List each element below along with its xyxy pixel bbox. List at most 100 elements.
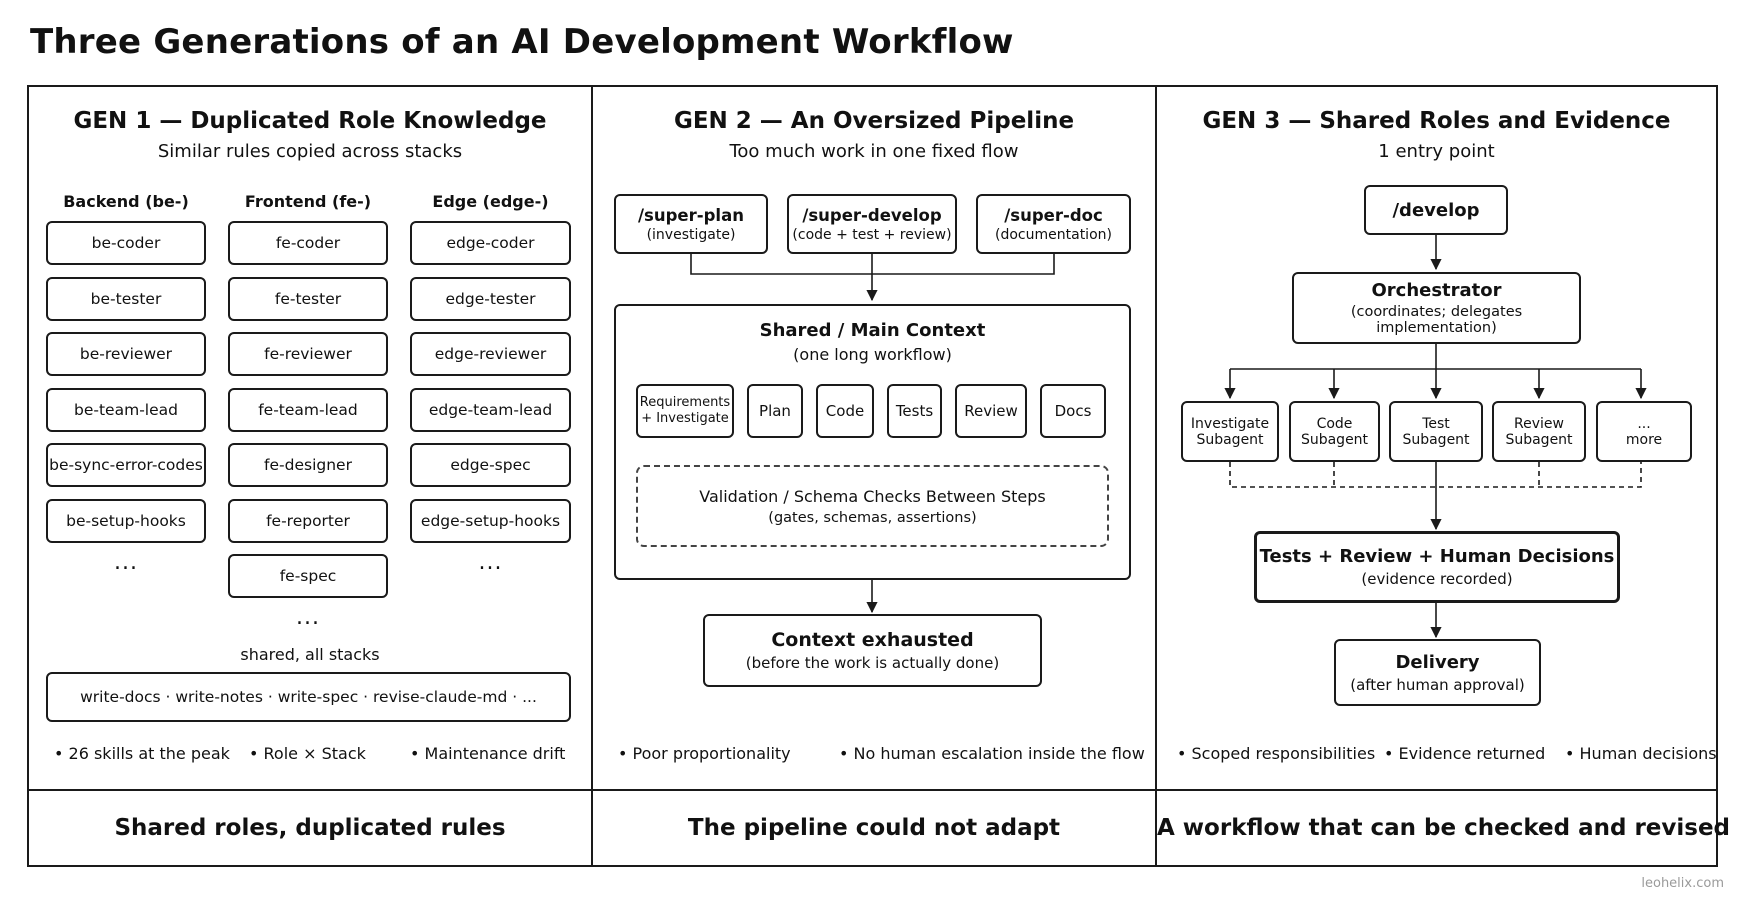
panel-divider [1155,85,1157,867]
decisions-subtitle: (evidence recorded) [1361,570,1513,588]
step-code: Code [816,384,874,438]
footer-divider [27,789,1718,791]
context-subtitle: (one long workflow) [793,345,952,364]
skill-box: edge-spec [410,443,571,487]
gen1-title: GEN 1 — Duplicated Role Knowledge [73,108,547,134]
diagram-frame [27,85,1718,867]
command-desc: (investigate) [646,226,736,243]
context-exhausted-box: Context exhausted (before the work is ac… [703,614,1042,687]
gen3-title: GEN 3 — Shared Roles and Evidence [1202,108,1671,134]
subagent-line1: ... [1637,415,1651,432]
column-header-backend: Backend (be-) [63,192,189,211]
page-title: Three Generations of an AI Development W… [30,22,1014,62]
step-plan: Plan [747,384,803,438]
command-super-develop: /super-develop (code + test + review) [787,194,957,254]
subagent-line1: Investigate [1190,415,1270,432]
skill-box: be-sync-error-codes [46,443,206,487]
delivery-box: Delivery (after human approval) [1334,639,1541,706]
subagent-line2: Subagent [1505,431,1573,448]
skill-box: fe-coder [228,221,388,265]
skill-box: edge-reviewer [410,332,571,376]
bullet-point: • Scoped responsibilities [1177,744,1376,763]
skill-box: fe-reporter [228,499,388,543]
exhausted-subtitle: (before the work is actually done) [745,654,1000,672]
step-requirements-investigate: Requirements + Investigate [636,384,734,438]
skill-box: edge-tester [410,277,571,321]
validation-subtitle: (gates, schemas, assertions) [768,509,977,526]
subagent-investigate: Investigate Subagent [1181,401,1279,462]
subagent-line1: Review [1514,415,1564,432]
skill-box: be-setup-hooks [46,499,206,543]
orchestrator-box: Orchestrator (coordinates; delegates imp… [1292,272,1581,344]
subagent-line2: more [1625,431,1663,448]
subagent-code: Code Subagent [1289,401,1380,462]
command-super-plan: /super-plan (investigate) [614,194,768,254]
gen1-subtitle: Similar rules copied across stacks [157,141,463,162]
bullet-point: • No human escalation inside the flow [839,744,1145,763]
decisions-title: Tests + Review + Human Decisions [1259,546,1615,567]
command-desc: (documentation) [995,226,1112,243]
skill-box: fe-reviewer [228,332,388,376]
gen2-subtitle: Too much work in one fixed flow [729,141,1019,162]
subagent-line2: Subagent [1402,431,1470,448]
skill-box: be-reviewer [46,332,206,376]
step-review: Review [955,384,1027,438]
main-context-box: Shared / Main Context (one long workflow… [614,304,1131,580]
subagent-line1: Code [1316,415,1353,432]
bullet-point: • Maintenance drift [410,744,566,763]
entry-develop-box: /develop [1364,185,1508,235]
subagent-test: Test Subagent [1389,401,1483,462]
subagent-line1: Test [1422,415,1450,432]
bullet-point: • Poor proportionality [618,744,791,763]
skill-box: fe-spec [228,554,388,598]
skill-box: edge-setup-hooks [410,499,571,543]
command-name: /super-develop [802,205,942,225]
command-super-doc: /super-doc (documentation) [976,194,1131,254]
column-header-edge: Edge (edge-) [432,192,549,211]
watermark: leohelix.com [1641,876,1724,891]
ellipsis: ... [114,550,138,575]
bullet-point: • Evidence returned [1384,744,1546,763]
bullet-point: • 26 skills at the peak [54,744,230,763]
delivery-title: Delivery [1395,651,1480,673]
subagent-more: ... more [1596,401,1692,462]
validation-title: Validation / Schema Checks Between Steps [699,486,1046,506]
step-docs: Docs [1040,384,1106,438]
ellipsis: ... [296,605,320,630]
gen3-subtitle: 1 entry point [1378,141,1495,162]
shared-label: shared, all stacks [240,645,380,664]
orchestrator-title: Orchestrator [1371,280,1502,301]
bullet-point: • Role × Stack [249,744,366,763]
subagent-line2: Subagent [1196,431,1264,448]
subagent-line2: Subagent [1300,431,1369,448]
context-title: Shared / Main Context [759,320,986,341]
entry-command: /develop [1392,199,1480,221]
gen2-footer: The pipeline could not adapt [687,815,1061,841]
decisions-box: Tests + Review + Human Decisions (eviden… [1254,531,1620,603]
skill-box: be-coder [46,221,206,265]
skill-box: edge-team-lead [410,388,571,432]
gen2-title: GEN 2 — An Oversized Pipeline [673,108,1075,134]
column-header-frontend: Frontend (fe-) [244,192,372,211]
command-name: /super-plan [638,205,744,225]
panel-divider [591,85,593,867]
exhausted-title: Context exhausted [771,629,974,651]
command-name: /super-doc [1004,205,1103,225]
step-tests: Tests [887,384,942,438]
ellipsis: ... [478,550,503,575]
orchestrator-subtitle: (coordinates; delegates implementation) [1350,304,1523,336]
skill-box: fe-designer [228,443,388,487]
skill-box: be-team-lead [46,388,206,432]
bullet-point: • Human decisions [1565,744,1717,763]
subagent-review: Review Subagent [1492,401,1586,462]
command-desc: (code + test + review) [792,226,952,243]
skill-box: be-tester [46,277,206,321]
gen1-footer: Shared roles, duplicated rules [114,815,506,841]
validation-box: Validation / Schema Checks Between Steps… [636,465,1109,547]
skill-box: edge-coder [410,221,571,265]
skill-box: fe-team-lead [228,388,388,432]
gen3-footer: A workflow that can be checked and revis… [1157,815,1731,841]
delivery-subtitle: (after human approval) [1350,675,1525,694]
shared-skills-box: write-docs · write-notes · write-spec · … [46,672,571,722]
skill-box: fe-tester [228,277,388,321]
